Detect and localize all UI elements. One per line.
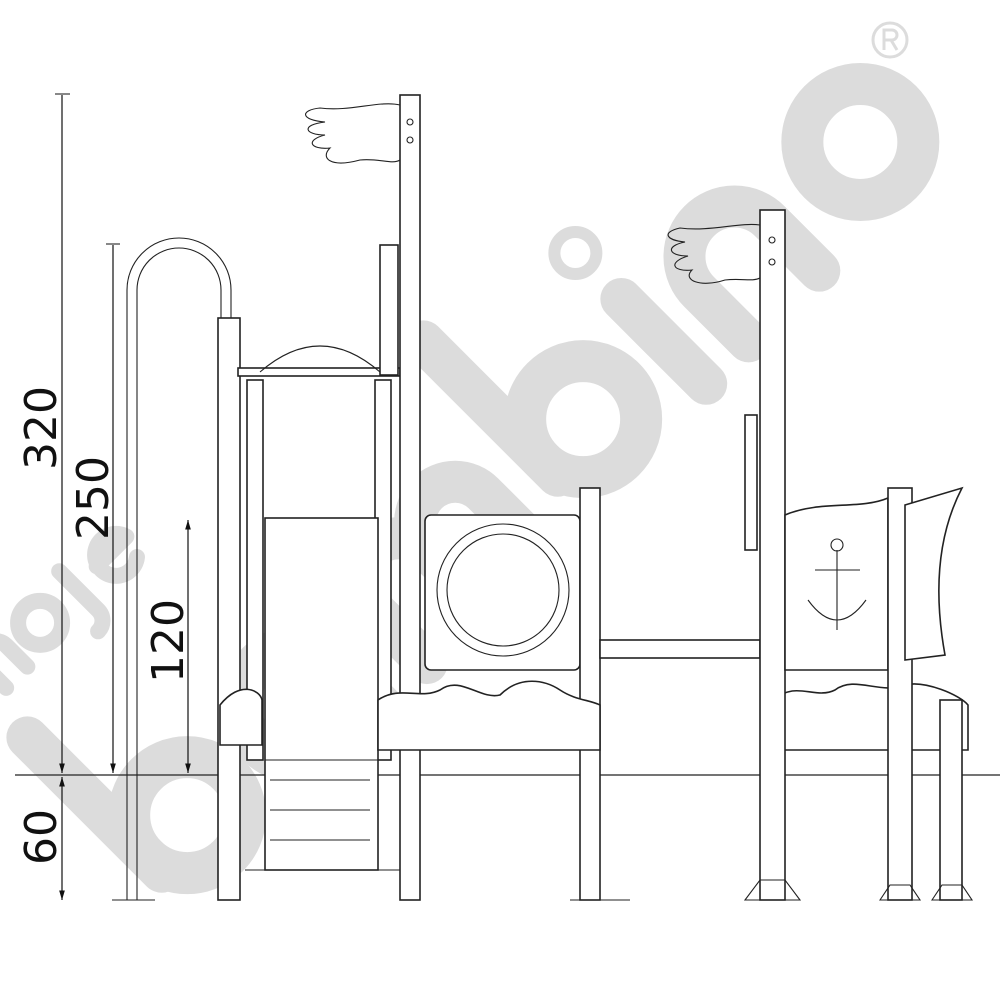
- dim-label-60: 60: [16, 809, 67, 865]
- wave-boards: [219, 680, 969, 751]
- dimension-lines: [55, 93, 191, 900]
- arch-handrail: [112, 237, 232, 901]
- steering-wheel: [744, 414, 758, 551]
- watermark-bambino-letters: [6, 62, 940, 895]
- watermark-moje-letters: [0, 525, 145, 718]
- left-tower: [217, 244, 401, 901]
- registered-mark: [871, 21, 909, 59]
- anchor-icon: [807, 550, 867, 630]
- watermark-logo: [0, 62, 940, 895]
- flag-right: [667, 223, 761, 284]
- porthole-panel: [424, 487, 761, 901]
- dim-label-250: 250: [68, 456, 119, 540]
- side-panel: [904, 486, 964, 661]
- flag-left: [305, 103, 401, 164]
- dim-label-320: 320: [16, 386, 67, 470]
- right-tower: [667, 209, 974, 901]
- dim-label-120: 120: [143, 599, 194, 683]
